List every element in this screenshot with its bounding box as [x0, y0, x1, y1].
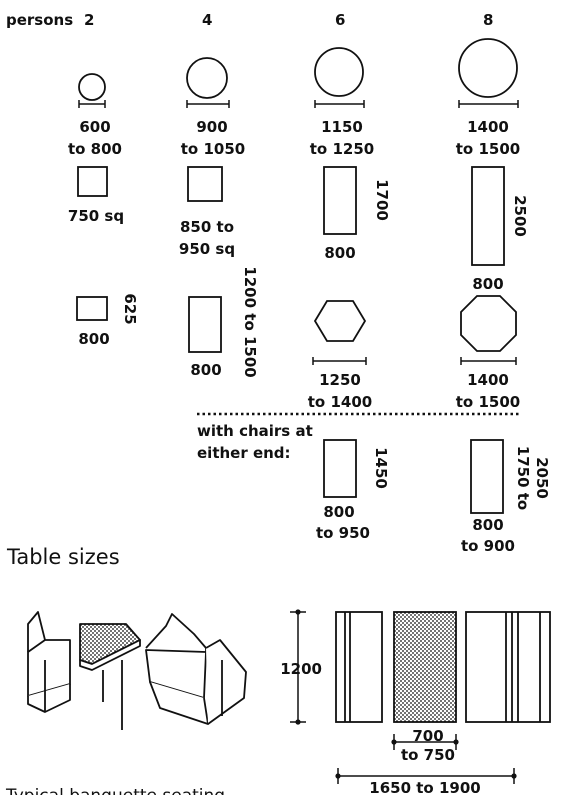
end-chairs-table-6-width-range: to 950 — [316, 524, 370, 542]
round-table-2-size: 600 — [79, 118, 110, 136]
end-chairs-table-8-width: 800 — [472, 516, 503, 534]
round-table-8: 1400 to 1500 — [456, 38, 520, 158]
square-table-2: 750 sq — [68, 166, 124, 225]
square-table-4-size: 850 to — [180, 218, 234, 236]
end-chairs-table-8-width-range: to 900 — [461, 537, 515, 555]
end-chairs-table-6-length: 1450 — [372, 447, 390, 489]
round-table-4: 900 to 1050 — [181, 57, 245, 158]
round-table-6-size: 1150 — [321, 118, 363, 136]
hexagon-table-6-size: 1250 — [319, 371, 361, 389]
persons-label: persons — [6, 11, 73, 29]
persons-count-6: 6 — [335, 11, 345, 29]
banquette-table-width-range: to 750 — [401, 746, 455, 764]
banquette-table-width: 700 — [412, 727, 443, 745]
end-chairs-table-8-length-line1: 1750 to — [514, 446, 532, 510]
banquette-perspective-illustration — [27, 611, 247, 730]
rect-table-4: 800 1200 to 1500 — [188, 266, 259, 379]
round-table-4-size: 900 — [196, 118, 227, 136]
rect-table-2-depth: 625 — [121, 293, 139, 324]
long-table-8-width: 800 — [472, 275, 503, 293]
rect-table-4-length: 1200 to 1500 — [241, 266, 259, 377]
rect-table-2-width: 800 — [78, 330, 109, 348]
hexagon-table-6: 1250 to 1400 — [308, 300, 372, 411]
caption-table-sizes: Table sizes — [6, 545, 120, 569]
round-table-6: 1150 to 1250 — [310, 47, 374, 158]
long-table-8: 800 2500 — [471, 166, 529, 293]
long-table-6: 800 1700 — [323, 166, 391, 262]
round-table-2: 600 to 800 — [68, 73, 122, 158]
square-table-4-range: 950 sq — [179, 240, 235, 258]
end-chairs-table-6-width: 800 — [323, 503, 354, 521]
end-chairs-table-6: 1450 800 to 950 — [316, 439, 390, 542]
round-table-6-range: to 1250 — [310, 140, 374, 158]
persons-count-8: 8 — [483, 11, 493, 29]
persons-count-4: 4 — [202, 11, 212, 29]
persons-count-2: 2 — [84, 11, 94, 29]
long-table-8-length: 2500 — [511, 195, 529, 237]
octagon-table-8: 1400 to 1500 — [456, 295, 520, 411]
end-chairs-table-8-length-line2: 2050 — [533, 457, 551, 499]
banquette-height: 1200 — [280, 660, 322, 678]
rect-table-4-width: 800 — [190, 361, 221, 379]
round-table-8-range: to 1500 — [456, 140, 520, 158]
banquette-overall-width: 1650 to 1900 — [369, 779, 480, 795]
square-table-4: 850 to 950 sq — [179, 166, 235, 258]
square-table-2-size: 750 sq — [68, 207, 124, 225]
caption-banquette-seating: Typical banquette seating — [5, 786, 225, 795]
rect-table-2: 800 625 — [76, 293, 139, 348]
end-chairs-table-8: 1750 to 2050 800 to 900 — [461, 439, 551, 555]
round-table-4-range: to 1050 — [181, 140, 245, 158]
long-table-6-width: 800 — [324, 244, 355, 262]
octagon-table-8-size: 1400 — [467, 371, 509, 389]
banquette-plan: 1200 700 to 750 1650 to 1900 — [280, 609, 551, 795]
round-table-8-size: 1400 — [467, 118, 509, 136]
long-table-6-length: 1700 — [373, 179, 391, 221]
hexagon-table-6-range: to 1400 — [308, 393, 372, 411]
octagon-table-8-range: to 1500 — [456, 393, 520, 411]
end-chairs-label-line1: with chairs at — [197, 422, 313, 440]
round-table-2-range: to 800 — [68, 140, 122, 158]
end-chairs-label-line2: either end: — [197, 444, 291, 462]
